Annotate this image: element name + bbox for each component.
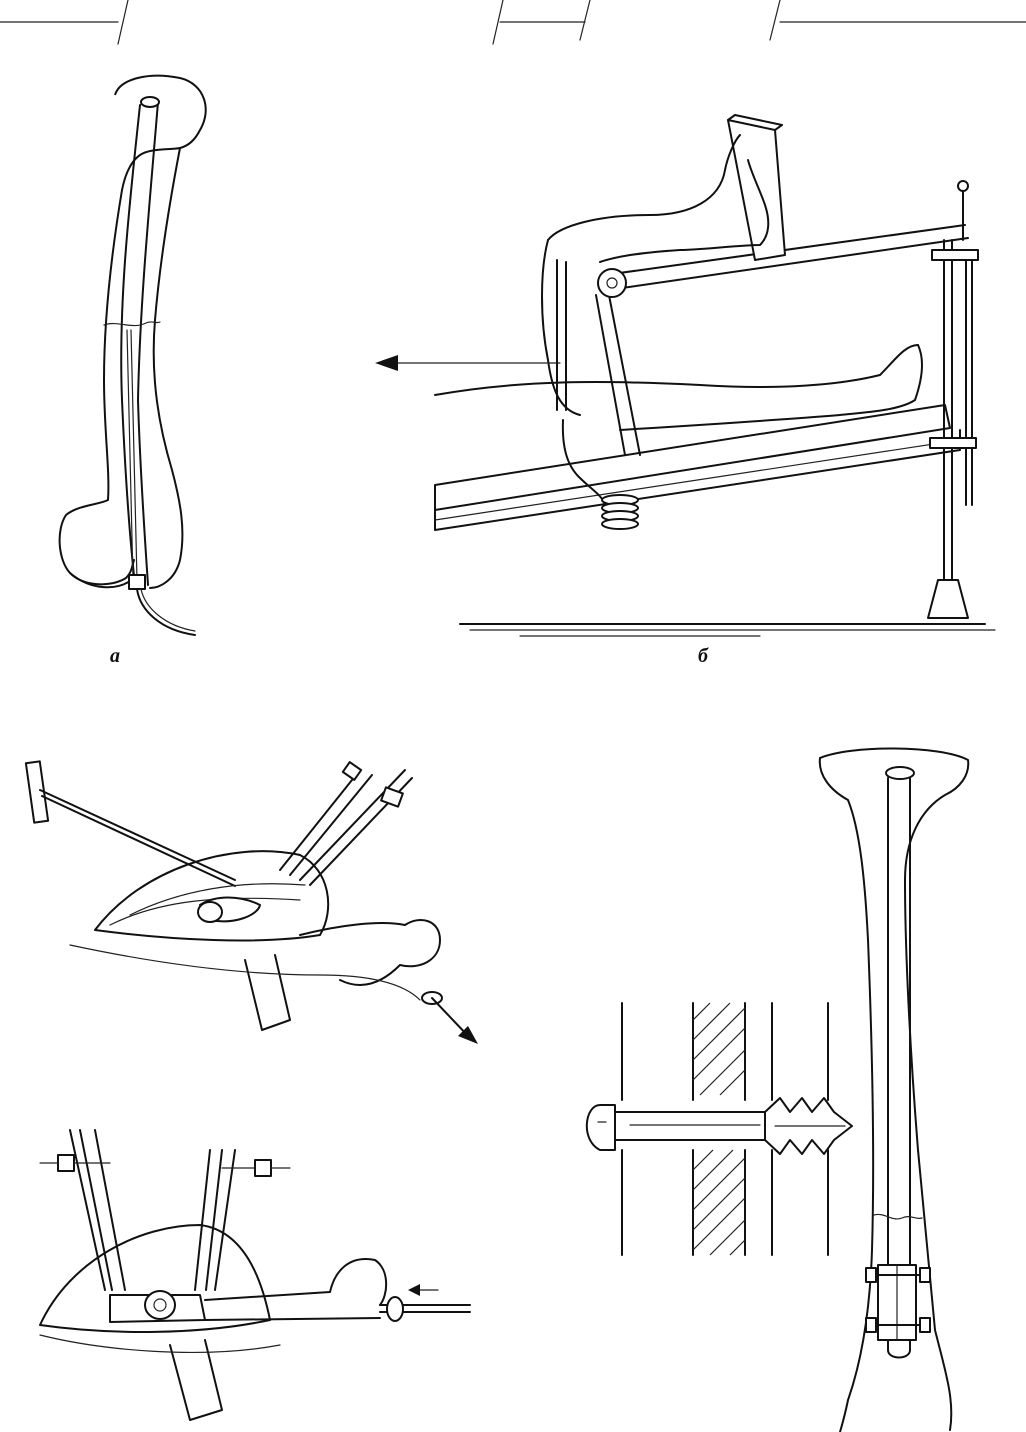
screw-cross-section-drawing xyxy=(587,1003,852,1255)
direction-arrow-icon xyxy=(375,355,560,371)
header-rules xyxy=(0,0,1026,44)
femur-drawing xyxy=(60,76,206,635)
weight-stack-icon xyxy=(602,495,638,529)
traction-frame-drawing xyxy=(375,115,995,636)
reaming-procedure-drawing xyxy=(26,761,478,1044)
tibia-drawing xyxy=(820,748,968,1432)
nail-insertion-drawing xyxy=(40,1130,470,1420)
panel-label-b: б xyxy=(698,646,708,666)
panel-label-a: а xyxy=(110,646,120,666)
